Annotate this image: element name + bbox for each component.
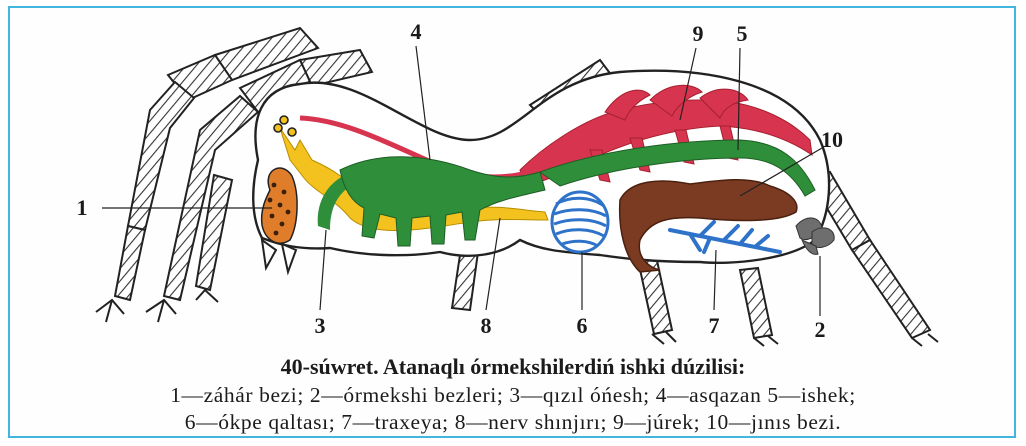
callout-label: 5: [737, 21, 748, 46]
leg-mid-2: [740, 268, 772, 338]
callout-label: 6: [577, 313, 588, 338]
callout-label: 9: [693, 21, 704, 46]
spider-anatomy-diagram: 1 2 3 4 5 6 7 8 9 10: [0, 0, 1026, 350]
callout-label: 8: [481, 313, 492, 338]
figure-caption-legend-line-1: 1—záhár bezi; 2—órmekshi bezleri; 3—qızı…: [0, 383, 1026, 408]
leg-claws: [96, 290, 938, 346]
callout-label: 2: [815, 317, 826, 342]
leg-back-left-4: [115, 226, 145, 300]
callout-label: 1: [77, 195, 88, 220]
leg-right-back-2: [852, 240, 930, 338]
leg-mid-3: [452, 252, 478, 310]
callout-label: 4: [411, 19, 422, 44]
callout-label: 3: [315, 313, 326, 338]
figure-caption-title: 40-súwret. Atanaqlı órmekshilerdiń ishki…: [0, 354, 1026, 380]
callout-label: 10: [821, 127, 843, 152]
book-lung: [552, 192, 608, 252]
callout-label: 7: [709, 313, 720, 338]
figure-caption-legend-line-2: 6—ókpe qaltası; 7—traxeya; 8—nerv shınjı…: [0, 410, 1026, 435]
leg-front-left-1: [300, 50, 372, 86]
